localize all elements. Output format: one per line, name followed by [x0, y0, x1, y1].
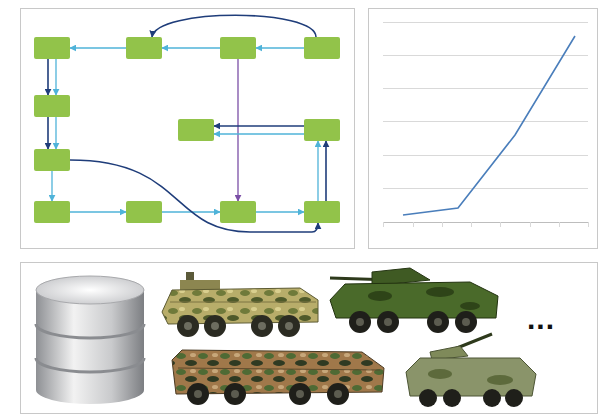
process-box — [126, 37, 162, 59]
flow-arrow — [256, 47, 304, 48]
flow-arrow — [152, 15, 316, 37]
flow-arrow — [55, 117, 56, 149]
process-box — [304, 201, 340, 223]
flow-arrow — [70, 211, 126, 212]
flow-arrow — [47, 117, 49, 149]
flow-arrow — [70, 47, 126, 48]
flow-arrow — [55, 59, 56, 95]
armored-vehicle — [406, 334, 536, 407]
process-box — [34, 149, 70, 171]
armored-vehicle — [330, 268, 498, 333]
panel — [21, 263, 598, 414]
process-box — [220, 201, 256, 223]
flow-arrow — [51, 171, 52, 201]
panel — [369, 9, 598, 249]
process-box — [34, 201, 70, 223]
process-box — [126, 201, 162, 223]
database-icon — [36, 276, 144, 404]
line-chart — [383, 23, 589, 228]
panel — [21, 9, 355, 249]
process-box — [304, 119, 340, 141]
process-box — [178, 119, 214, 141]
process-box — [220, 37, 256, 59]
flow-arrow — [317, 141, 318, 201]
flow-arrow — [325, 141, 327, 201]
flow-arrow — [162, 47, 220, 48]
flow-arrow — [70, 160, 318, 232]
flow-arrow — [237, 59, 238, 201]
data-line — [403, 36, 575, 215]
process-box — [34, 95, 70, 117]
flow-arrow — [47, 59, 49, 95]
flow-arrow — [214, 133, 304, 134]
process-box — [304, 37, 340, 59]
ellipsis-label: ... — [527, 302, 555, 336]
armored-vehicle — [172, 350, 384, 405]
flow-arrow — [214, 125, 304, 127]
flow-arrow — [256, 211, 304, 212]
process-box — [34, 37, 70, 59]
armored-vehicle — [162, 272, 318, 337]
